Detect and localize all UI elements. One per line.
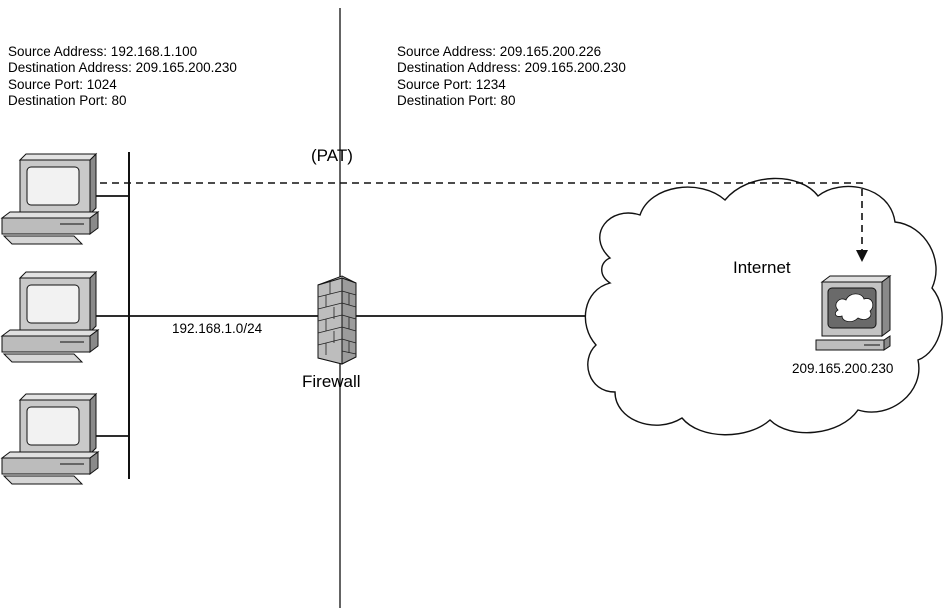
right-packet-info: Source Address: 209.165.200.226 Destinat…: [397, 44, 626, 109]
server-ip-label: 209.165.200.230: [792, 361, 894, 376]
arrow-head-icon: [856, 250, 868, 262]
right-source-address: Source Address: 209.165.200.226: [397, 44, 602, 59]
right-destination-port: Destination Port: 80: [397, 92, 516, 108]
computer-icon: [1, 271, 99, 363]
left-source-address: Source Address: 192.168.1.100: [8, 44, 198, 59]
subnet-label: 192.168.1.0/24: [172, 321, 263, 336]
left-destination-port: Destination Port: 80: [8, 92, 127, 108]
firewall-label: Firewall: [302, 372, 361, 391]
computer-icon: [1, 393, 99, 485]
left-destination-address: Destination Address: 209.165.200.230: [8, 60, 237, 76]
cloud-icon: [584, 177, 943, 436]
left-packet-info: Source Address: 192.168.1.100 Destinatio…: [8, 44, 237, 109]
right-destination-address: Destination Address: 209.165.200.230: [397, 60, 626, 76]
right-source-port: Source Port: 1234: [397, 76, 506, 92]
server-icon: [815, 275, 892, 351]
internet-label: Internet: [733, 258, 791, 277]
packet-flow-arrow: [88, 182, 863, 250]
left-source-port: Source Port: 1024: [8, 76, 117, 92]
computer-icon: [1, 153, 99, 245]
firewall-icon: [317, 275, 357, 365]
pat-label: (PAT): [311, 146, 353, 165]
